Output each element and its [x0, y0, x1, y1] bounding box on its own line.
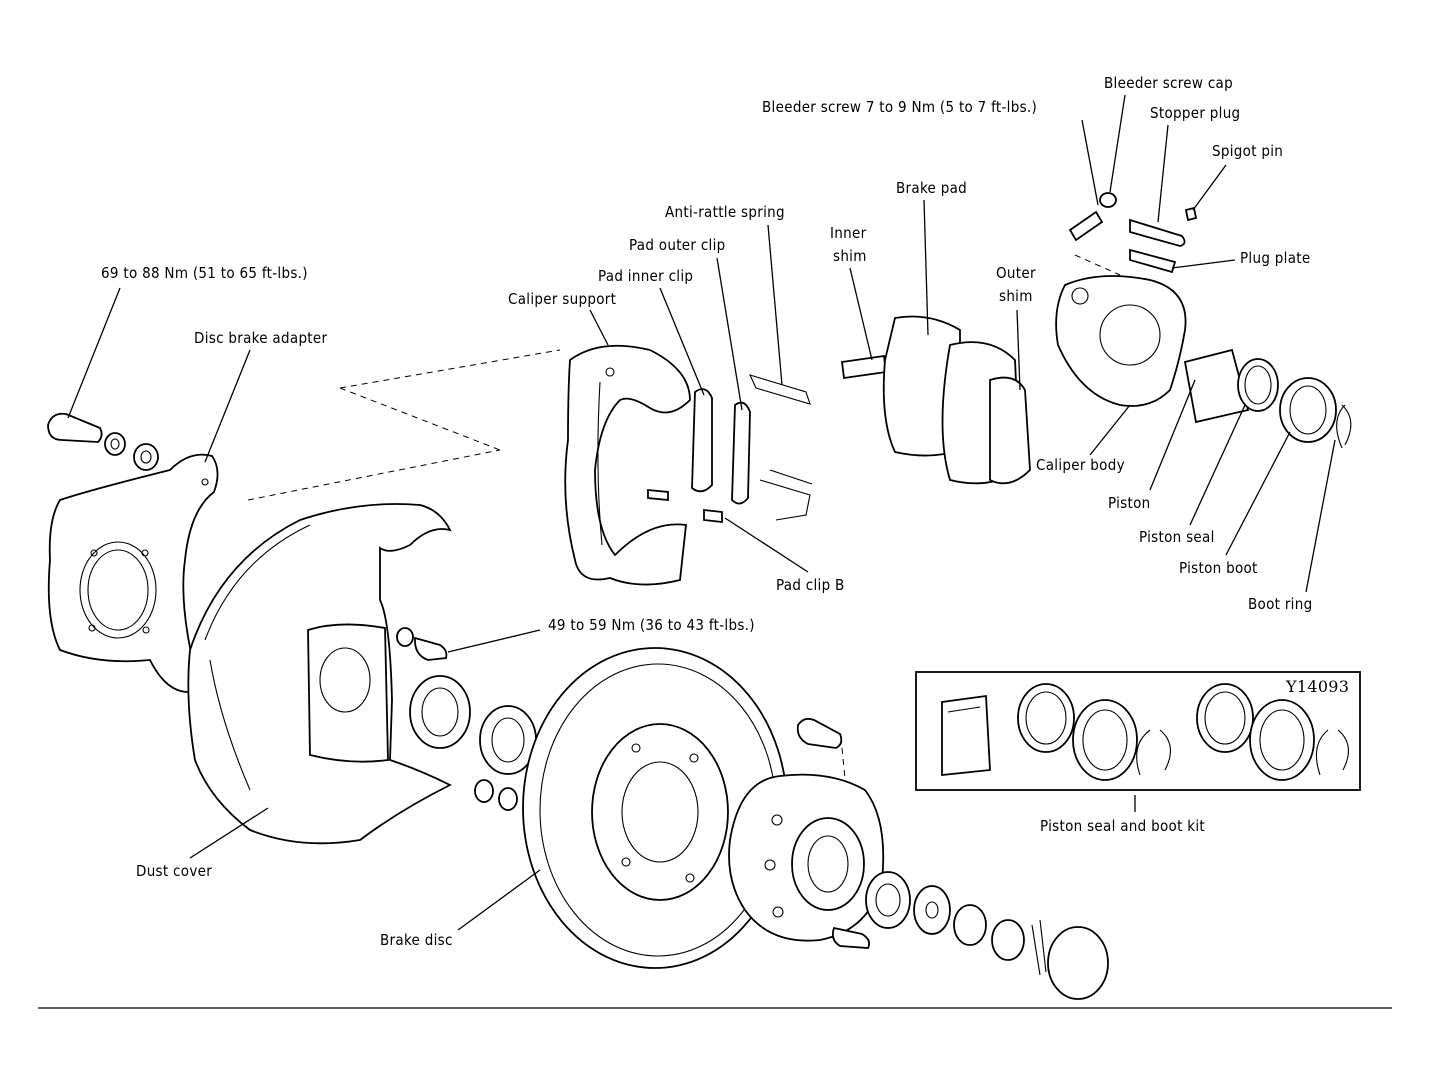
- label-caliper-body: Caliper body: [1036, 456, 1125, 474]
- label-boot-ring: Boot ring: [1248, 595, 1313, 613]
- bleeder-screw-cap: [1099, 192, 1117, 208]
- label-brake-pad: Brake pad: [896, 179, 968, 197]
- label-anti-rattle-spring: Anti-rattle spring: [665, 203, 785, 221]
- piston: [1183, 348, 1250, 424]
- pad-outer-clip: [731, 401, 751, 505]
- outer-bearing: [479, 705, 537, 775]
- label-piston-seal: Piston seal: [1139, 528, 1215, 546]
- brake-disc: [522, 647, 788, 969]
- label-bleeder-screw: Bleeder screw 7 to 9 Nm (5 to 7 ft-lbs.): [762, 98, 1038, 116]
- caliper-support: [564, 344, 691, 586]
- label-outer-shim-line1: Outer: [996, 264, 1036, 282]
- label-bleeder-screw-cap: Bleeder screw cap: [1104, 74, 1233, 92]
- anti-rattle-spring: [748, 374, 813, 521]
- label-pad-inner-clip: Pad inner clip: [598, 267, 694, 285]
- piston-seal: [1237, 358, 1279, 412]
- label-piston-seal-and-boot-kit: Piston seal and boot kit: [1040, 817, 1205, 835]
- label-inner-shim-line1: Inner: [830, 224, 867, 242]
- support-bolt: [396, 627, 448, 661]
- adapter-bolt: [47, 412, 159, 471]
- hub-bolt: [796, 717, 849, 811]
- label-kit-code: Y14093: [1286, 677, 1350, 696]
- label-stopper-plug: Stopper plug: [1150, 104, 1241, 122]
- label-caliper-support: Caliper support: [508, 290, 617, 308]
- label-brake-disc: Brake disc: [380, 931, 453, 949]
- disc-brake-adapter: [47, 453, 219, 693]
- hub-nut-parts: [865, 871, 1109, 1000]
- label-outer-shim-line2: shim: [999, 287, 1033, 305]
- piston-boot: [1279, 377, 1337, 443]
- piston-seal-kit-box: [915, 671, 1361, 791]
- label-torque-69-88: 69 to 88 Nm (51 to 65 ft-lbs.): [101, 264, 308, 282]
- wheel-hub: [728, 773, 885, 949]
- oil-seal: [474, 779, 518, 811]
- pad-clip-b: [647, 489, 723, 524]
- outer-shim: [989, 376, 1031, 485]
- label-plug-plate: Plug plate: [1240, 249, 1311, 267]
- label-disc-brake-adapter: Disc brake adapter: [194, 329, 328, 347]
- leader-lines: [67, 94, 1336, 931]
- label-inner-shim-line2: shim: [833, 247, 867, 265]
- stopper-plug: [1129, 218, 1186, 247]
- pad-inner-clip: [691, 388, 713, 493]
- label-pad-clip-b: Pad clip B: [776, 576, 845, 594]
- label-piston: Piston: [1108, 494, 1151, 512]
- plug-plate: [1129, 248, 1177, 274]
- spigot-pin: [1184, 206, 1198, 222]
- label-torque-49-59: 49 to 59 Nm (36 to 43 ft-lbs.): [548, 616, 755, 634]
- inner-bearing: [409, 675, 471, 749]
- brake-pad-inner: [882, 315, 961, 457]
- boot-ring: [1336, 404, 1352, 449]
- label-spigot-pin: Spigot pin: [1212, 142, 1284, 160]
- label-piston-boot: Piston boot: [1179, 559, 1258, 577]
- dust-cover: [187, 503, 453, 845]
- caliper-body: [1055, 275, 1187, 407]
- inner-shim-pin: [840, 354, 888, 380]
- bleeder-screw: [1068, 210, 1104, 242]
- label-dust-cover: Dust cover: [136, 862, 213, 880]
- label-pad-outer-clip: Pad outer clip: [629, 236, 726, 254]
